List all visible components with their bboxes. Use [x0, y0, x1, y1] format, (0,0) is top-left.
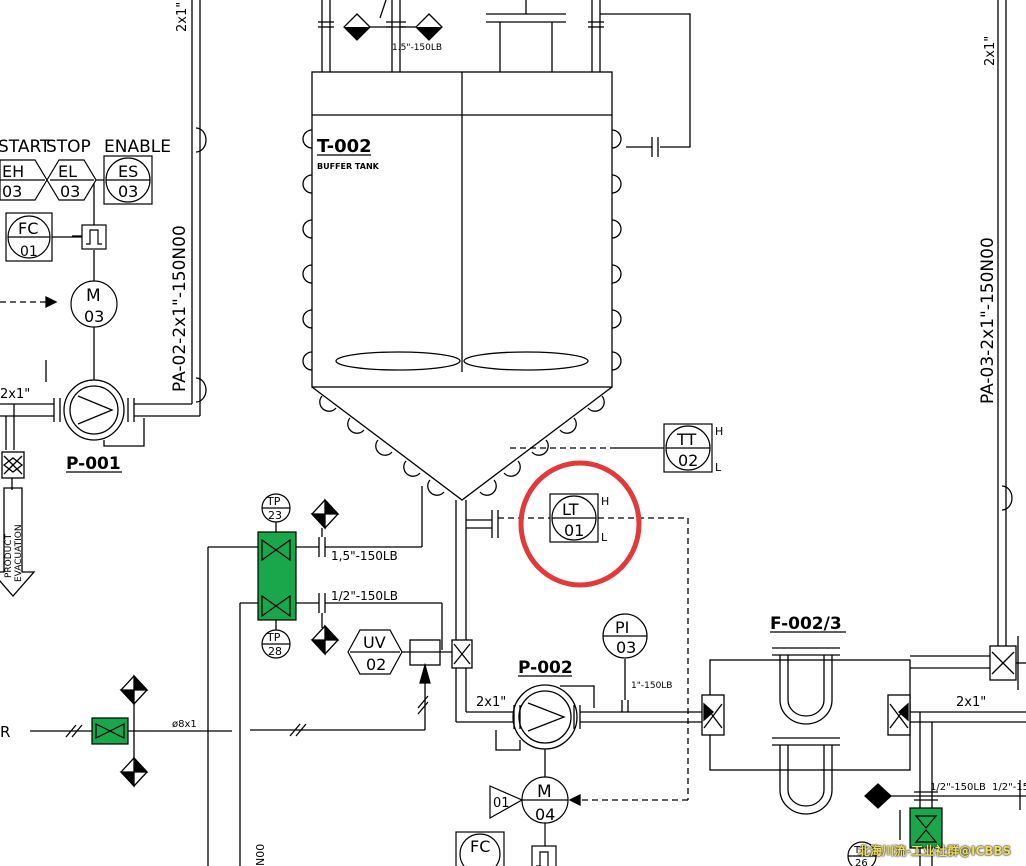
- tank-desc: BUFFER TANK: [317, 162, 380, 171]
- motor-m03[interactable]: [70, 280, 118, 328]
- actuated-valve-air[interactable]: [91, 717, 129, 745]
- pulse-generator-icon[interactable]: [81, 224, 107, 250]
- sample-point-icon[interactable]: [864, 783, 892, 809]
- filter-tag: F-002/3: [770, 614, 842, 634]
- driver-number: 01: [493, 796, 510, 811]
- tp23-number: 23: [268, 509, 282, 522]
- m4-number: 04: [535, 805, 555, 824]
- tp28-number: 28: [268, 645, 282, 658]
- tank-tag: T-002: [317, 136, 372, 157]
- conn-label: 1"-150LB: [631, 681, 672, 691]
- three-way-valve[interactable]: [451, 639, 473, 669]
- el-number: 03: [60, 182, 80, 201]
- line-number-pa03: PA-03-2x1"-150N00: [978, 237, 998, 404]
- lt-label: LT: [562, 500, 579, 519]
- tt-high: H: [715, 425, 723, 438]
- tt-number: 02: [678, 451, 698, 470]
- fc1-number: 01: [20, 244, 38, 260]
- uv-label: UV: [363, 633, 386, 652]
- filter-f0023[interactable]: [701, 647, 911, 815]
- es-number: 03: [118, 182, 138, 201]
- watermark: 北海川流-工业社群@ICBBS: [858, 844, 1012, 858]
- tp26-number: 26: [855, 858, 868, 866]
- tp28-label: TP: [266, 631, 281, 644]
- tank-t002[interactable]: [302, 0, 691, 501]
- m4-label: M: [537, 782, 552, 802]
- pump-p002[interactable]: [495, 684, 595, 777]
- es-label: ES: [118, 162, 138, 181]
- conn-label: 1/2"-150LB: [331, 589, 398, 603]
- actuated-valve-group[interactable]: [257, 531, 297, 621]
- edge-label: R: [0, 723, 10, 741]
- lt-number: 01: [564, 521, 584, 540]
- line-suffix-label: N00: [254, 844, 267, 866]
- conn-label: 1/2"-150LB: [992, 782, 1026, 793]
- product-evacuation-arrow: [0, 487, 36, 597]
- lt-low: L: [601, 531, 608, 544]
- stop-label: STOP: [46, 137, 91, 157]
- m3-label: M: [86, 286, 101, 306]
- tt-low: L: [715, 461, 722, 474]
- start-label: START: [0, 137, 51, 157]
- pump-p001[interactable]: [45, 360, 145, 447]
- motor-driver-triangle[interactable]: [489, 785, 524, 820]
- pump-p002-tag: P-002: [518, 658, 573, 678]
- line-size-label: 2x1": [175, 2, 190, 32]
- drain-valve[interactable]: [1, 451, 25, 479]
- conn-label: 1.5"-150LB: [392, 43, 442, 53]
- evacuation-label-1: PRODUCT: [4, 533, 14, 578]
- lt-high: H: [601, 495, 609, 508]
- line-number-pa02: PA-02-2x1"-150N00: [170, 225, 190, 392]
- pump-p001-tag: P-001: [66, 454, 121, 474]
- pi-number: 03: [616, 638, 636, 657]
- eh-number: 03: [2, 182, 22, 201]
- el-label: EL: [58, 162, 77, 181]
- tube-size-label: ø8x1: [172, 719, 197, 730]
- line-size-label: 2x1": [983, 36, 998, 66]
- pi-label: PI: [615, 618, 629, 637]
- line-size-label: 2x1": [956, 695, 986, 710]
- eh-label: EH: [2, 162, 24, 181]
- tt-label: TT: [676, 430, 696, 449]
- tp23-label: TP: [266, 495, 281, 508]
- enable-label: ENABLE: [104, 137, 171, 157]
- line-size-label: 2x1": [0, 387, 30, 402]
- highlight-circle: [518, 460, 642, 588]
- line-size-label: 2x1": [476, 695, 506, 710]
- conn-label: 1,5"-150LB: [331, 549, 398, 563]
- tp26-label: TP: [853, 845, 866, 856]
- fc1-label: FC: [18, 219, 38, 238]
- conn-label: 1/2"-150LB: [930, 782, 986, 793]
- actuated-valve-right[interactable]: [909, 807, 943, 849]
- evacuation-label-2: EVACUATION: [14, 524, 24, 582]
- m3-number: 03: [84, 307, 104, 326]
- uv-number: 02: [366, 655, 386, 674]
- fc-bottom-label: FC: [470, 837, 490, 856]
